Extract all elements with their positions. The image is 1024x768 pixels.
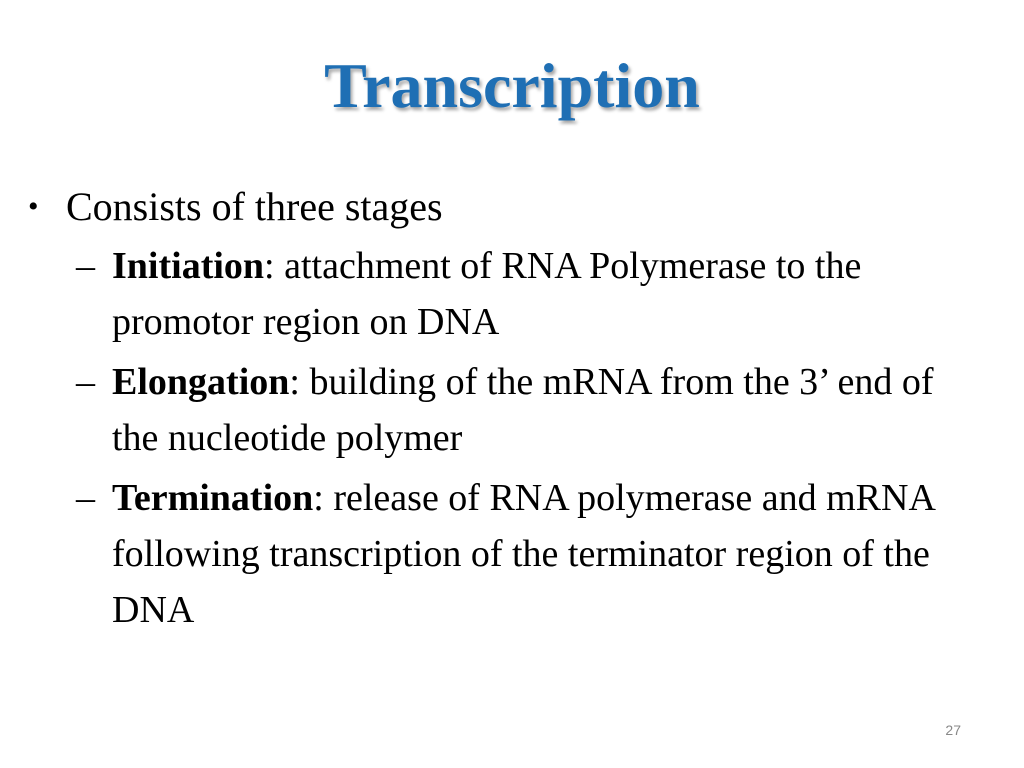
sub-bullet-termination: – Termination: release of RNA polymerase…: [76, 470, 968, 638]
stage-description: : building of the mRNA from the 3’ end o…: [112, 361, 934, 459]
stage-term: Termination: [112, 477, 314, 519]
sub-bullet-initiation: – Initiation: attachment of RNA Polymera…: [76, 238, 968, 350]
main-bullet: • Consists of three stages: [28, 180, 968, 234]
slide-content: • Consists of three stages – Initiation:…: [28, 180, 968, 638]
slide-title: Transcription: [324, 50, 700, 121]
dash-marker: –: [76, 361, 95, 403]
stage-term: Initiation: [112, 245, 265, 287]
sub-bullet-text: Initiation: attachment of RNA Polymerase…: [112, 238, 968, 350]
dash-marker: –: [76, 245, 95, 287]
main-bullet-text: Consists of three stages: [66, 184, 443, 229]
dash-marker: –: [76, 477, 95, 519]
bullet-marker: •: [28, 190, 39, 223]
sub-bullet-text: Elongation: building of the mRNA from th…: [112, 354, 968, 466]
stage-description: : attachment of RNA Polymerase to the pr…: [112, 245, 862, 343]
stage-term: Elongation: [112, 361, 290, 403]
page-number: 27: [945, 722, 961, 738]
sub-bullet-elongation: – Elongation: building of the mRNA from …: [76, 354, 968, 466]
sub-bullet-text: Termination: release of RNA polymerase a…: [112, 470, 968, 638]
stage-description: : release of RNA polymerase and mRNA fol…: [112, 477, 934, 631]
